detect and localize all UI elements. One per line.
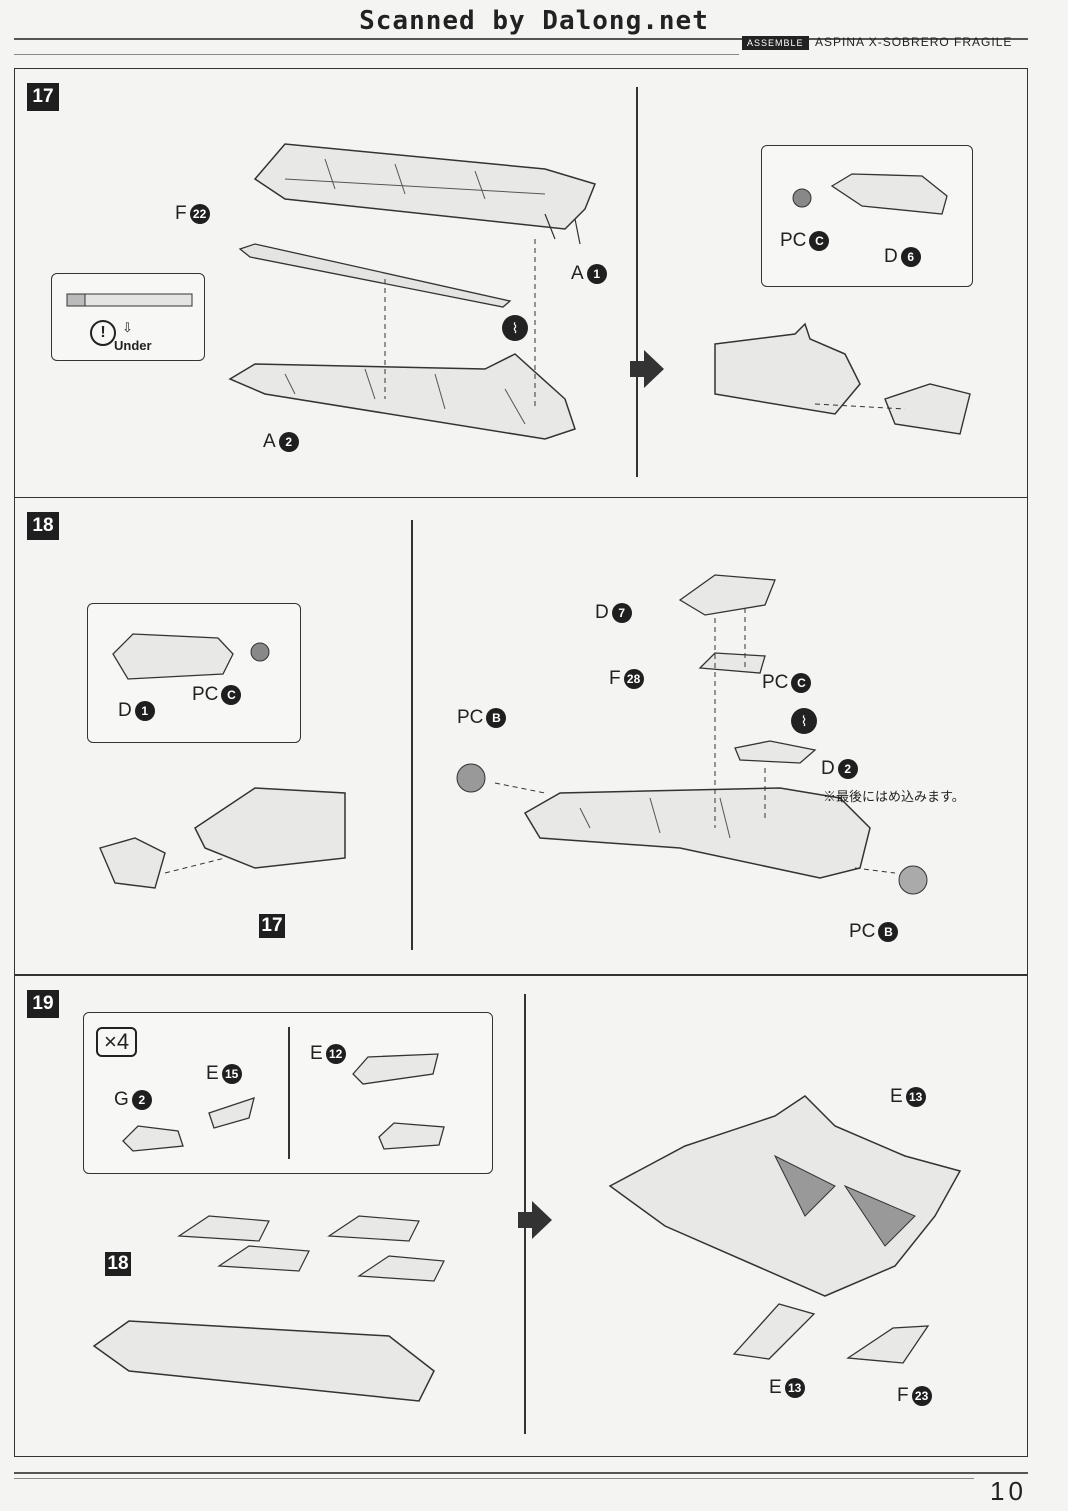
header-rule-thin [14, 54, 739, 55]
part-number-dot: 28 [623, 669, 644, 689]
pc-cap-part [898, 865, 928, 895]
footer-rule [14, 1472, 1028, 1474]
engine-part [830, 173, 948, 215]
hull-rear-assembly [714, 322, 971, 435]
part-number-dot: B [878, 922, 899, 942]
footer-rule-thin [14, 1478, 974, 1479]
step-divider [411, 520, 413, 950]
glue-icon: ⌇ [791, 708, 817, 734]
hull-with-fins [92, 1215, 445, 1402]
part-g2 [122, 1125, 184, 1152]
part-number-dot: 23 [911, 1386, 932, 1406]
page-number: 10 [990, 1476, 1027, 1506]
next-arrow-icon [630, 350, 664, 388]
header-rule [14, 38, 1028, 40]
lower-hull-part [228, 353, 576, 440]
part-number-dot: 2 [131, 1090, 152, 1110]
mount-part [698, 652, 766, 674]
product-name: ASPINA X-SOBRERO FRAGILE [815, 35, 1013, 49]
part-number-dot: 22 [189, 204, 210, 224]
next-arrow-icon [518, 1201, 552, 1239]
under-label: Under [114, 338, 152, 353]
part-e12-base [378, 1122, 445, 1150]
top-cover-part [678, 574, 776, 616]
part-e13-bottom [732, 1303, 816, 1360]
part-number-dot: 15 [221, 1064, 242, 1084]
hull-rear-assembly [99, 787, 346, 889]
engine-part [112, 633, 234, 680]
part-e12 [352, 1053, 439, 1085]
assembly-guides [384, 239, 536, 409]
part-e15 [208, 1097, 255, 1129]
part-number-dot: 2 [837, 759, 858, 779]
glue-icon: ⌇ [502, 315, 528, 341]
pc-cap-part [792, 188, 812, 208]
assemble-badge: ASSEMBLE [742, 36, 809, 50]
part-number-dot: 13 [784, 1378, 805, 1398]
under-inset: ! ⇩ Under [51, 273, 205, 361]
step-ref-18: 18 [105, 1252, 131, 1276]
part-number-dot: C [809, 231, 830, 251]
step-divider [636, 87, 638, 477]
step-number: 17 [27, 83, 59, 111]
part-number-dot: C [791, 673, 812, 693]
part-number-dot: 2 [278, 432, 299, 452]
assembly-guides [494, 608, 896, 874]
rod-part [238, 243, 512, 308]
upper-hull-part [253, 143, 597, 245]
main-hull-part [523, 787, 871, 879]
pc-cap-part [250, 642, 270, 662]
part-number-dot: 12 [325, 1044, 346, 1064]
down-arrow-icon: ⇩ [122, 320, 133, 335]
part-number-dot: 1 [586, 264, 607, 284]
inset-divider [288, 1027, 290, 1159]
scan-watermark: Scanned by Dalong.net [359, 6, 709, 36]
step-number: 19 [27, 990, 59, 1018]
part-number-dot: 1 [134, 701, 155, 721]
step-number: 18 [27, 512, 59, 540]
finished-craft [608, 1095, 962, 1297]
part-number-dot: 7 [611, 603, 632, 623]
side-cover-part [734, 740, 817, 764]
part-f23 [846, 1325, 930, 1364]
assembly-note: ※最後にはめ込みます。 [823, 789, 965, 804]
quantity-badge: ×4 [96, 1027, 138, 1057]
step-ref-17: 17 [259, 914, 285, 938]
part-number-dot: 6 [900, 247, 921, 267]
part-number-dot: C [221, 685, 242, 705]
part-number-dot: B [486, 708, 507, 728]
caution-icon: ! [90, 320, 116, 346]
rod-detail [66, 293, 193, 307]
part-number-dot: 13 [905, 1087, 926, 1107]
pc-cap-part [456, 763, 486, 793]
